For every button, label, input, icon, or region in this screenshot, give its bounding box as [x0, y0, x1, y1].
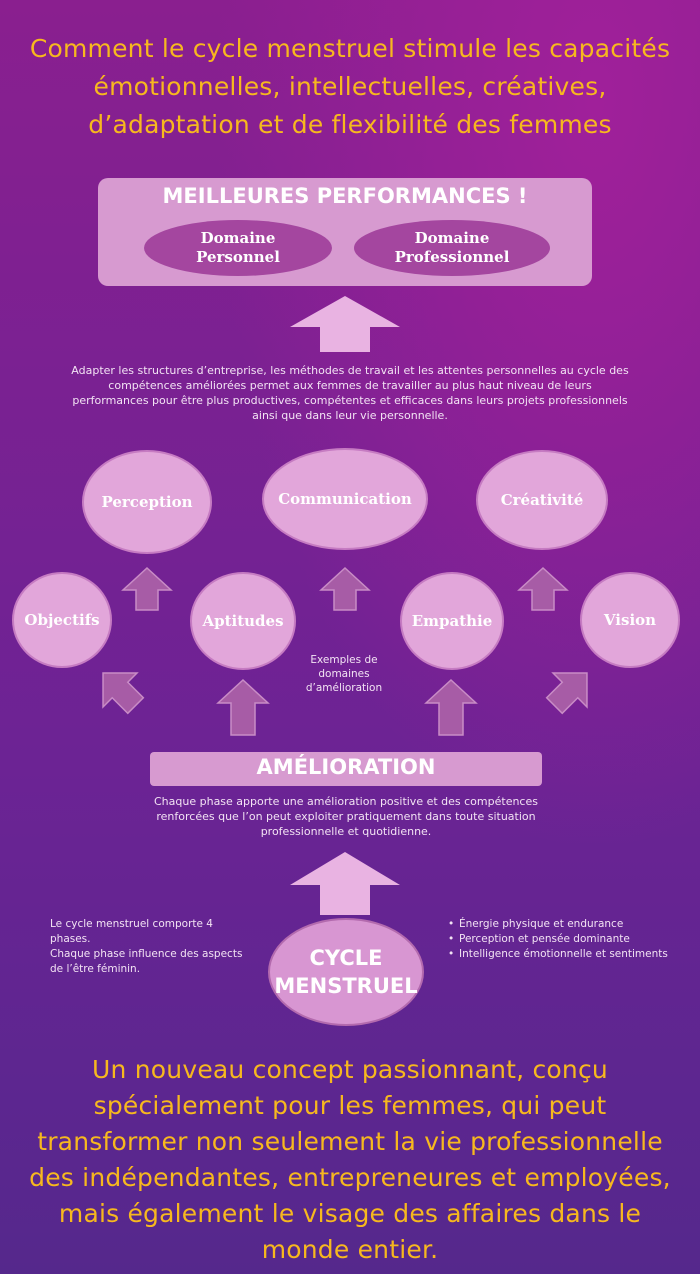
cycle-ellipse: CYCLE MENSTRUEL [268, 918, 424, 1026]
cycle-description: Le cycle menstruel comporte 4 phases. Ch… [50, 917, 250, 977]
up-arrow-performance [290, 296, 400, 352]
diagonal-arrow-vision [545, 672, 588, 715]
area-aptitudes: Aptitudes [190, 572, 296, 670]
cycle-phases-text: Le cycle menstruel comporte 4 phases. [50, 918, 213, 945]
examples-label: Exemples de domaines d’amélioration [305, 654, 383, 694]
amelioration-title: AMÉLIORATION [256, 755, 436, 779]
amelioration-bar [150, 752, 542, 786]
diagonal-arrow-objectifs [102, 672, 145, 715]
domain-professional-pill: Domaine Professionnel [354, 220, 550, 276]
up-arrow-empathie [424, 678, 478, 736]
area-objectifs-label: Objectifs [24, 611, 100, 629]
performance-title: MEILLEURES PERFORMANCES ! [162, 184, 528, 208]
area-communication: Communication [262, 448, 428, 550]
area-vision-label: Vision [603, 611, 657, 629]
area-creativite: Créativité [476, 450, 608, 550]
cycle-label: CYCLE MENSTRUEL [274, 946, 418, 998]
list-item: Intelligence émotionnelle et sentiments [446, 947, 676, 962]
up-arrow-communication [319, 566, 371, 611]
cycle-aspects-list: Énergie physique et endurance Perception… [446, 917, 676, 962]
area-communication-label: Communication [278, 490, 412, 508]
page-title: Comment le cycle menstruel stimule les c… [29, 34, 671, 139]
domain-personal-label: Domaine Personnel [196, 229, 280, 266]
domain-professional-label: Domaine Professionnel [394, 229, 510, 266]
up-arrow-amelioration [290, 852, 400, 915]
area-empathie-label: Empathie [411, 612, 493, 630]
area-objectifs: Objectifs [12, 572, 112, 668]
adapt-description: Adapter les structures d’entreprise, les… [71, 364, 629, 422]
up-arrow-creativite [517, 566, 569, 611]
up-arrow-perception [121, 566, 173, 611]
footer-statement: Un nouveau concept passionnant, conçu sp… [29, 1055, 671, 1264]
area-aptitudes-label: Aptitudes [202, 612, 284, 630]
up-arrow-aptitudes [216, 678, 270, 736]
area-perception: Perception [82, 450, 212, 554]
area-vision: Vision [580, 572, 680, 668]
list-item: Énergie physique et endurance [446, 917, 676, 932]
cycle-influence-text: Chaque phase influence des aspects de l’… [50, 948, 243, 975]
area-empathie: Empathie [400, 572, 504, 670]
list-item: Perception et pensée dominante [446, 932, 676, 947]
domain-personal-pill: Domaine Personnel [144, 220, 332, 276]
area-creativite-label: Créativité [500, 491, 584, 509]
area-perception-label: Perception [101, 493, 193, 511]
amelioration-description: Chaque phase apporte une amélioration po… [154, 795, 538, 838]
